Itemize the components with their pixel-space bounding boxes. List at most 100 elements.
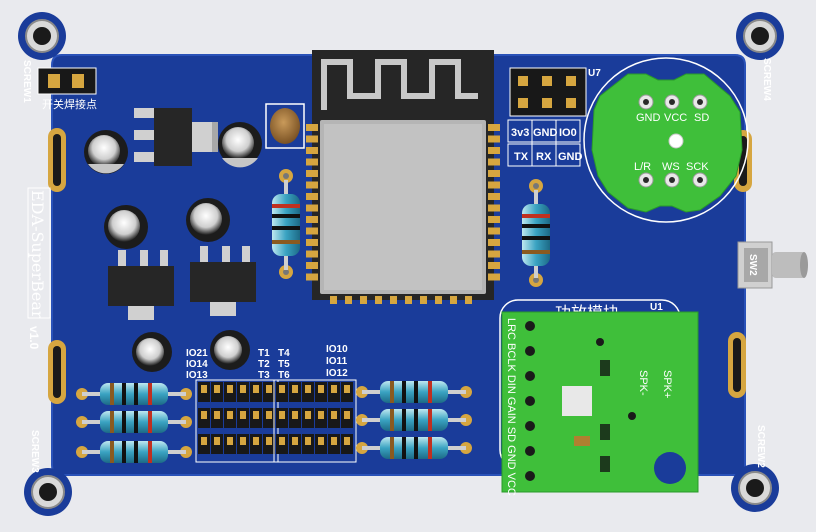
header-pin-gold [253, 437, 259, 445]
esp-pin [345, 296, 352, 304]
resistor-r2 [522, 179, 550, 287]
header-pin-gold [318, 437, 324, 445]
horizontal-resistors [76, 381, 472, 463]
amp-pad [525, 321, 535, 331]
esp-pin [488, 170, 500, 177]
screw-hole-1 [18, 12, 66, 60]
esp-pin [488, 239, 500, 246]
esp-pin [306, 227, 318, 235]
board-title: EDA-SuperBear [28, 190, 47, 319]
mic-pin-top-1: VCC [664, 112, 687, 124]
esp-pin [306, 204, 318, 212]
t6-label: T6 [278, 370, 290, 381]
amp-pad [525, 421, 535, 431]
screw1-label: SCREW1 [21, 60, 32, 103]
solder-note-label: 开关焊接点 [42, 97, 97, 111]
esp-pin [306, 124, 318, 131]
voltage-regulator [134, 108, 218, 166]
screw-hole-4 [736, 12, 784, 60]
u7-pin-bottom-0: TX [514, 151, 529, 163]
io-labels-col3: T4 T5 T6 [278, 348, 290, 381]
header-pin-gold [214, 385, 220, 393]
esp32-pins-left [306, 124, 318, 281]
esp-pin [330, 296, 337, 304]
esp-pin [488, 227, 500, 235]
esp32-module [312, 50, 494, 300]
mic-pin-bottom-1: WS [662, 161, 680, 173]
io-labels-col4: IO10 IO11 IO12 [326, 344, 348, 379]
io-labels-col1: IO21 IO14 IO13 [186, 348, 208, 381]
esp-pin [306, 147, 318, 154]
header-pin-gold [305, 385, 311, 393]
esp-pin [465, 296, 472, 304]
solder-header [37, 67, 97, 95]
io21-label: IO21 [186, 348, 208, 359]
esp-pin [435, 296, 442, 304]
io14-label: IO14 [186, 359, 208, 370]
esp-pin [488, 158, 500, 166]
mic-pad-hole [669, 99, 675, 105]
amp-pad [525, 471, 535, 481]
header-pin-gold [318, 385, 324, 393]
io12-label: IO12 [326, 368, 348, 379]
esp-pin [306, 181, 318, 189]
capacitor-c6 [210, 330, 250, 370]
amp-pad [525, 371, 535, 381]
header-pin-gold [292, 437, 298, 445]
esp-pin [306, 158, 318, 166]
u7-header [509, 67, 587, 117]
mic-pad-hole [643, 177, 649, 183]
mic-pad-hole [643, 99, 649, 105]
board-version: v1.0 [27, 326, 41, 350]
io13-label: IO13 [186, 370, 208, 381]
esp-pin [488, 216, 500, 223]
header-pin-gold [266, 437, 272, 445]
t3-label: T3 [258, 370, 270, 381]
board-title-frame [27, 187, 51, 319]
header-pin-gold [292, 411, 298, 419]
mic-pad-hole [697, 177, 703, 183]
t1-label: T1 [258, 348, 270, 359]
header-pin-gold [266, 385, 272, 393]
esp-pin [488, 273, 500, 281]
esp-pin [306, 239, 318, 246]
capacitor-c5 [132, 332, 172, 372]
header-pin-gold [331, 411, 337, 419]
header-pin-gold [201, 411, 207, 419]
header-pin-gold [227, 411, 233, 419]
io-labels-col2: T1 T2 T3 [258, 348, 270, 381]
header-pin-gold [253, 411, 259, 419]
u7-pin-top-0: 3v3 [511, 127, 529, 139]
header-pin-gold [214, 411, 220, 419]
amp-pad [525, 346, 535, 356]
header-pin-gold [279, 411, 285, 419]
capacitor-c1 [84, 130, 128, 174]
esp-pin [488, 181, 500, 189]
esp-pin [306, 193, 318, 200]
mic-pin-bottom-0: L/R [634, 161, 651, 173]
amp-pad [525, 446, 535, 456]
mic-pads [638, 94, 708, 188]
header-pin-gold [227, 385, 233, 393]
mic-pad-hole [669, 177, 675, 183]
io11-label: IO11 [326, 356, 348, 367]
esp-pin [488, 204, 500, 212]
header-pin-gold [240, 437, 246, 445]
header-pin-gold [331, 385, 337, 393]
esp-pin [488, 124, 500, 131]
resistor-r1 [272, 169, 300, 279]
u7-pin-labels: 3v3 GND IO0 TX RX GND [507, 119, 583, 167]
header-pin-gold [292, 385, 298, 393]
header-pin-gold [305, 437, 311, 445]
amp-module [501, 311, 699, 493]
capacitor-c3 [104, 205, 148, 249]
esp-pin [306, 262, 318, 269]
header-pin-gold [344, 437, 350, 445]
mic-pin-bottom-2: SCK [686, 161, 709, 173]
header-pin-gold [331, 437, 337, 445]
u7-label: U7 [588, 68, 601, 79]
capacitor-c4 [186, 198, 230, 242]
screw3-label: SCREW3 [29, 430, 40, 473]
header-pin-gold [279, 385, 285, 393]
